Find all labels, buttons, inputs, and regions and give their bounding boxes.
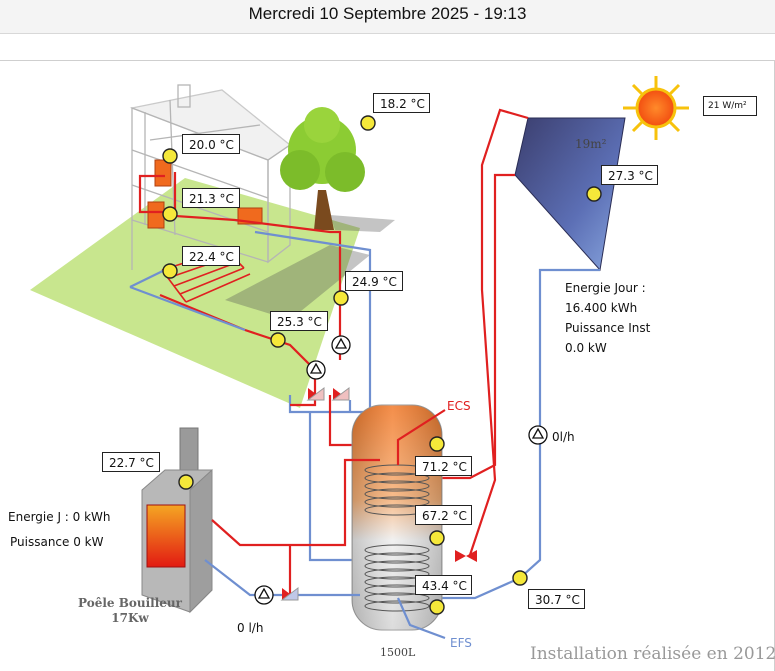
temp-tank-bottom: 43.4 °C (415, 575, 472, 595)
tree-shadow (330, 215, 395, 232)
house-shadow (225, 245, 370, 320)
header-bar: Mercredi 10 Septembre 2025 - 19:13 (0, 0, 775, 34)
stove-icon (141, 427, 213, 614)
panel-area-label: 19m² (575, 137, 607, 151)
pump-icon (254, 335, 548, 605)
stove-flow: 0 l/h (237, 621, 264, 635)
stove-power-line: Puissance 0 kW (10, 535, 104, 549)
sun-icon (623, 76, 689, 140)
solar-power-label: Puissance Inst (565, 321, 651, 335)
solar-flow: 0l/h (552, 430, 575, 444)
installation-footer: Installation réalisée en 2012 (530, 644, 775, 664)
stove-name-line2: 17Kw (111, 611, 149, 625)
radiator-right-icon (237, 207, 263, 225)
temp-tank-mid: 67.2 °C (415, 505, 472, 525)
radiator-mid-icon (147, 201, 165, 229)
sensor-dots (162, 115, 602, 615)
solar-power-value: 0.0 kW (565, 341, 607, 355)
temp-solar-return: 30.7 °C (528, 589, 585, 609)
temp-room-mid: 21.3 °C (182, 188, 240, 208)
efs-label: EFS (450, 636, 472, 650)
temp-outdoor: 18.2 °C (373, 93, 430, 113)
temp-supply: 24.9 °C (345, 271, 403, 291)
valve-icon (280, 387, 477, 601)
temp-floor: 22.4 °C (182, 246, 240, 266)
radiator-top-icon (154, 159, 172, 187)
tank-capacity: 1500L (380, 646, 416, 659)
tree-icon (280, 107, 365, 230)
temp-solar-panel: 27.3 °C (601, 165, 658, 185)
irradiance-box: 21 W/m² (703, 96, 757, 116)
temp-room-top: 20.0 °C (182, 134, 240, 154)
ecs-label: ECS (447, 399, 471, 413)
datetime-title: Mercredi 10 Septembre 2025 - 19:13 (248, 4, 527, 23)
stove-energy-line: Energie J : 0 kWh (8, 510, 111, 524)
solar-energy-label: Energie Jour : (565, 281, 646, 295)
temp-stove: 22.7 °C (102, 452, 160, 472)
solar-energy-value: 16.400 kWh (565, 301, 638, 315)
temp-return: 25.3 °C (270, 311, 328, 331)
solar-panel-icon (514, 117, 626, 272)
stove-name-line1: Poêle Bouilleur (78, 596, 182, 610)
temp-tank-top: 71.2 °C (415, 456, 472, 476)
